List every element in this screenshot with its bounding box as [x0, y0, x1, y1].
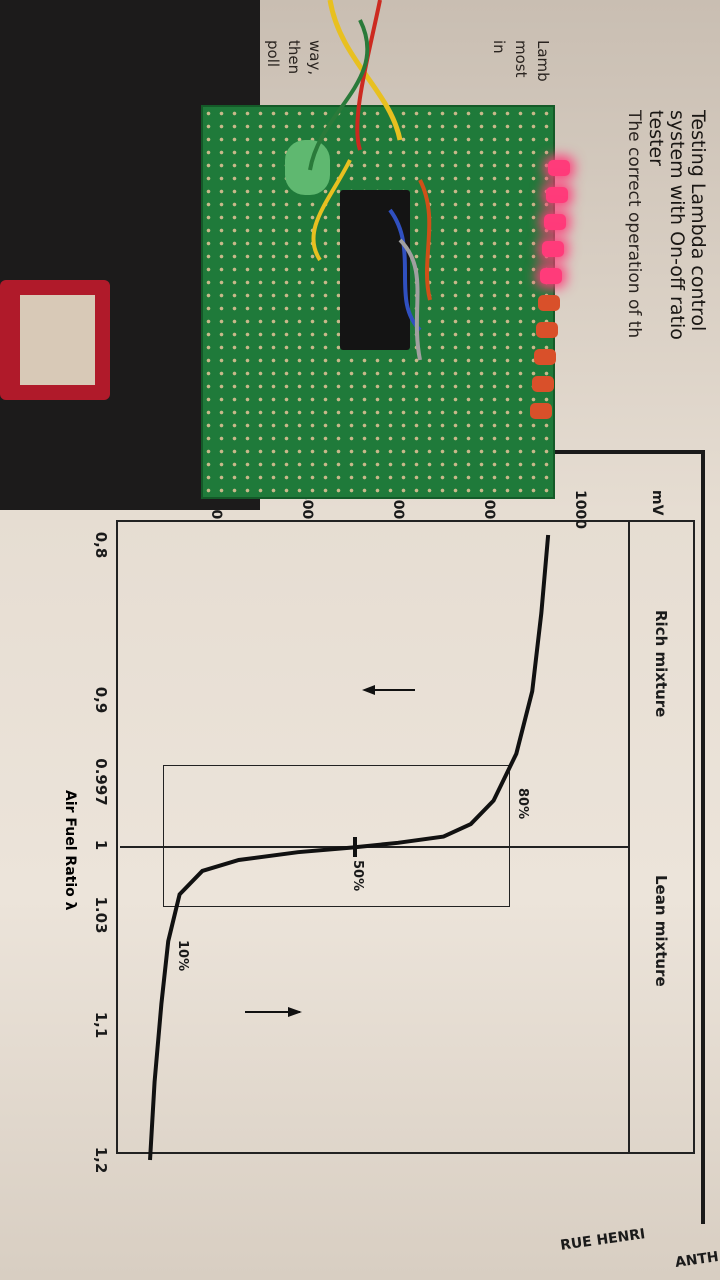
led-dim — [534, 349, 556, 365]
led-lit — [542, 241, 564, 257]
led-dim — [532, 376, 554, 392]
led-dim — [538, 295, 560, 311]
led-lit — [544, 214, 566, 230]
led-lit — [540, 268, 562, 284]
led-lit — [546, 187, 568, 203]
up-arrow-icon — [245, 1007, 302, 1017]
down-arrow-icon — [362, 685, 415, 695]
led-lit — [548, 160, 570, 176]
led-dim — [530, 403, 552, 419]
led-dim — [536, 322, 558, 338]
sensor-curve — [148, 534, 551, 1161]
